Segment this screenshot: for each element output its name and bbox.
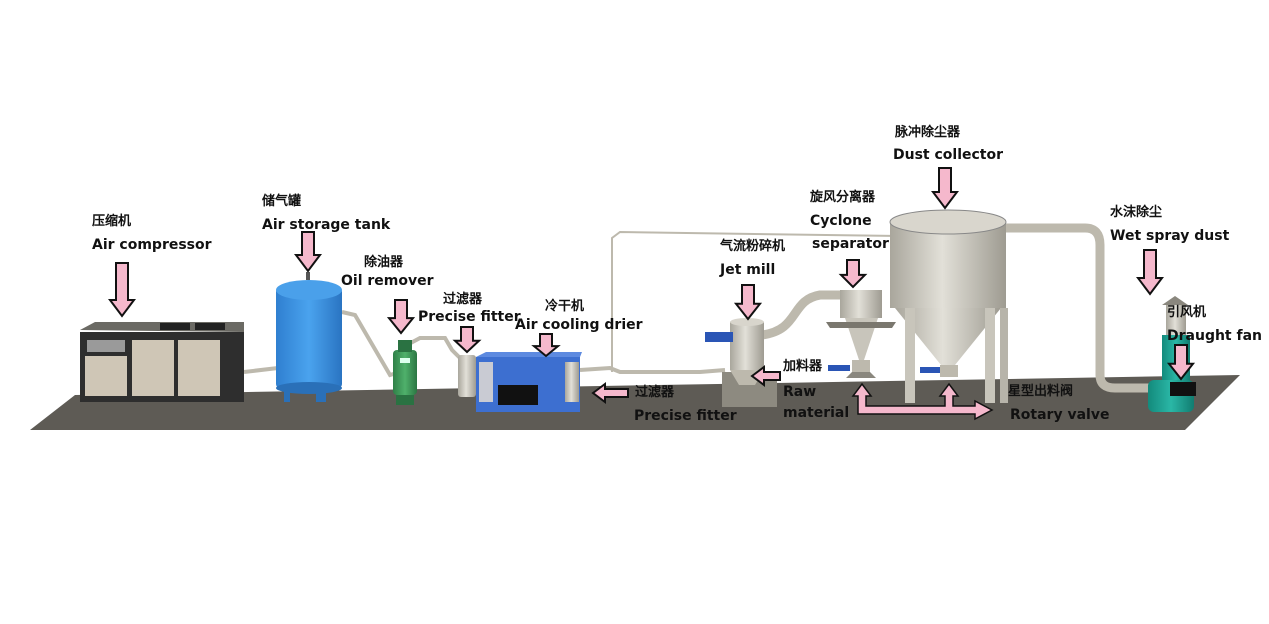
rotary-valve-label-zh: 星型出料阀	[1008, 384, 1074, 399]
precise-filter-2-label-zh: 过滤器	[635, 385, 675, 400]
air-compressor-unit	[80, 322, 244, 402]
pointer-arrows	[108, 167, 1196, 404]
material-flow-arrows	[851, 382, 994, 421]
wet-spray-dust-label-en: Wet spray dust	[1110, 228, 1230, 244]
jet-mill-label-en: Jet mill	[720, 262, 776, 278]
feeder-label-zh: 加料器	[783, 359, 823, 374]
air-storage-tank-arrow	[294, 231, 322, 273]
oil-remover-label-zh: 除油器	[364, 255, 404, 270]
air-cooling-drier-label-zh: 冷干机	[545, 299, 585, 314]
air-cooling-drier-label-en: Air cooling drier	[515, 317, 643, 333]
cyclone-separator-label-zh: 旋风分离器	[810, 190, 876, 205]
air-storage-tank-label-zh: 储气罐	[262, 194, 302, 209]
draught-fan-arrow	[1166, 344, 1196, 381]
dust-collector-arrow	[931, 167, 959, 210]
feeder-label-en-line1: Raw	[783, 384, 817, 400]
cyclone-separator-label-en-line2: separator	[812, 236, 889, 252]
cyclone-separator-label-en-line1: Cyclone	[810, 213, 872, 229]
feeder-label-en-line2: material	[783, 405, 850, 421]
jet-mill-label-zh: 气流粉碎机	[720, 239, 786, 254]
air-storage-tank-label-en: Air storage tank	[262, 217, 391, 233]
pipe-network	[243, 223, 1150, 393]
dust-collector-label-zh: 脉冲除尘器	[895, 125, 961, 140]
precise-filter-1-label-en: Precise fitter	[418, 309, 521, 325]
dust-collector-unit	[889, 209, 1008, 403]
cyclone-separator-unit	[826, 290, 896, 378]
air-storage-tank	[276, 272, 342, 402]
air-compressor-label-en: Air compressor	[92, 237, 212, 253]
oil-remover-unit	[393, 340, 417, 405]
draught-fan-label-en: Draught fan	[1167, 328, 1262, 344]
precise-filter-1-label-zh: 过滤器	[443, 292, 483, 307]
jet-mill-arrow	[733, 284, 763, 321]
precise-filter-2-arrow	[591, 382, 629, 404]
oil-remover-arrow	[386, 299, 416, 335]
rotary-valve-label-en: Rotary valve	[1010, 407, 1110, 423]
air-compressor-arrow	[108, 262, 136, 318]
air-compressor-label-zh: 压缩机	[92, 214, 132, 229]
air-cooling-drier-unit	[476, 352, 582, 412]
dust-collector-label-en: Dust collector	[893, 147, 1004, 163]
air-cooling-drier-arrow	[531, 333, 561, 358]
jet-mill-unit	[705, 318, 777, 407]
precise-filter-2-label-en: Precise fitter	[634, 408, 737, 424]
feeder-arrow	[750, 365, 781, 387]
oil-remover-label-en: Oil remover	[341, 273, 434, 289]
cyclone-separator-arrow	[838, 259, 868, 289]
draught-fan-label-zh: 引风机	[1167, 305, 1207, 320]
wet-spray-dust-label-zh: 水沫除尘	[1110, 205, 1163, 220]
wet-spray-dust-arrow	[1136, 249, 1164, 296]
floor-platform	[30, 375, 1240, 430]
precise-filter-1-unit	[458, 355, 476, 397]
precise-filter-1-arrow	[452, 326, 482, 354]
